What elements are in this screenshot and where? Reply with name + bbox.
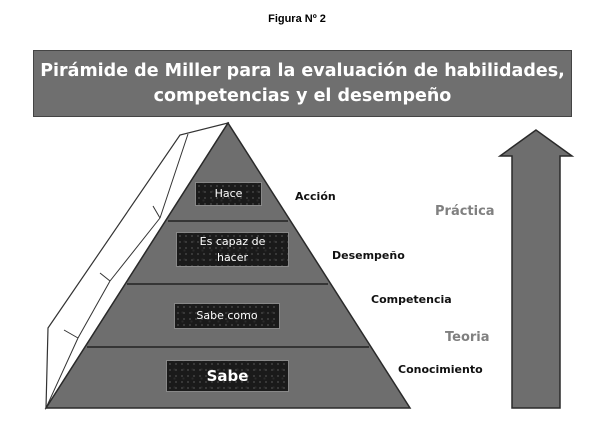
title-line-1: Pirámide de Miller para la evaluación de… (40, 61, 565, 81)
arrow-label-teoria: Teoria (445, 330, 490, 345)
level-label-es-capaz-line1: Es capaz de (199, 235, 266, 248)
side-label-accion: Acción (295, 190, 336, 203)
level-box-es-capaz: Es capaz de hacer (176, 232, 289, 267)
level-label-hace: Hace (214, 187, 243, 200)
side-face-line (77, 280, 111, 339)
side-face-line (159, 133, 189, 219)
level-box-hace: Hace (195, 182, 262, 206)
level-label-sabe-como: Sabe como (196, 309, 258, 322)
level-box-sabe-como: Sabe como (174, 303, 280, 329)
arrow-label-practica: Práctica (435, 204, 495, 219)
level-box-sabe: Sabe (166, 360, 289, 392)
level-label-sabe: Sabe (206, 367, 249, 385)
diagram-title-banner: Pirámide de Miller para la evaluación de… (33, 50, 572, 117)
up-arrow (497, 129, 575, 409)
side-face-line (152, 205, 161, 219)
side-face-line (63, 329, 79, 339)
level-label-es-capaz-line2: hacer (216, 251, 249, 264)
figure-label: Figura Nº 2 (268, 13, 326, 25)
title-line-2: competencias y el desempeño (153, 86, 452, 106)
side-label-conocimiento: Conocimiento (398, 363, 483, 376)
side-face-line (99, 272, 111, 282)
side-face-line (109, 217, 161, 282)
side-label-competencia: Competencia (371, 293, 452, 306)
side-face-line (45, 337, 79, 409)
side-label-desempeno: Desempeño (332, 249, 405, 262)
